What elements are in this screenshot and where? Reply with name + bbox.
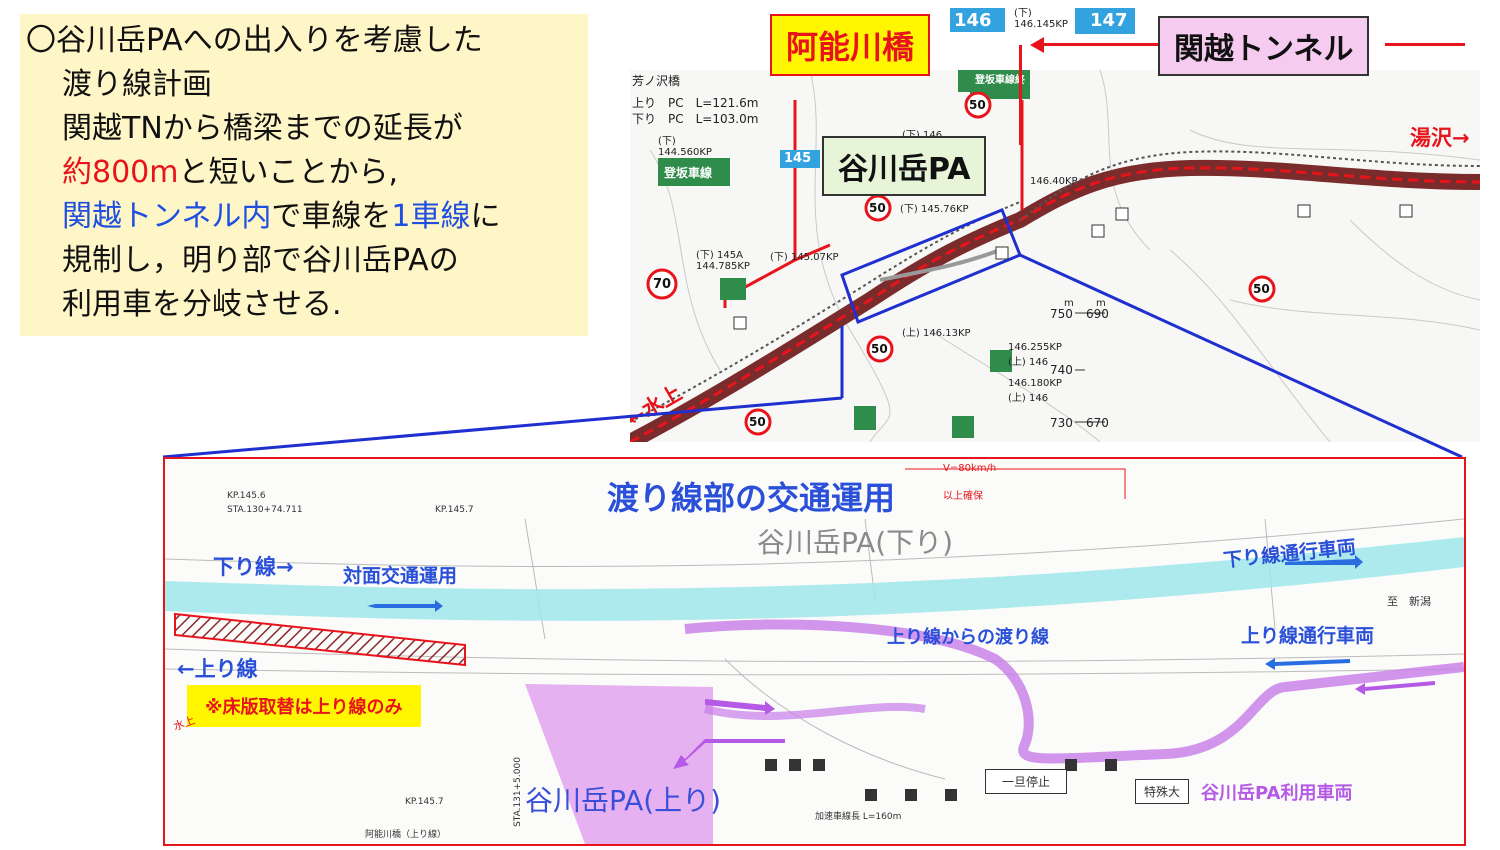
- top-map-drawing: [630, 70, 1480, 442]
- detail-assured: 以上確保: [943, 491, 983, 502]
- callout-anou-bridge: 阿能川橋: [770, 14, 931, 76]
- map-unit-m-2: m: [1096, 298, 1106, 309]
- map-bridge-down-spec: 下り PC L=103.0m: [632, 112, 759, 126]
- map-kp-14576: (下) 145.76KP: [900, 204, 969, 215]
- kp-sign-147-label: 147: [1090, 10, 1128, 31]
- map-kp-14507: (下) 145.07KP: [770, 252, 839, 263]
- detail-two-way: 対面交通運用: [343, 565, 458, 587]
- detail-kp-1457-a: KP.145.7: [435, 505, 474, 515]
- detail-pa-users: 谷川岳PA利用車両: [1201, 783, 1353, 804]
- intro-line-5-end: に: [470, 199, 501, 234]
- map-kp-146-13: (上) 146.13KP: [902, 328, 971, 339]
- map-elev-670: 670: [1086, 416, 1109, 430]
- detail-sta-2: STA.131+5.000: [512, 757, 523, 827]
- intro-line-4: 約800mと短いことから,: [62, 156, 398, 190]
- kp-sign-146: [950, 8, 1005, 32]
- intro-textbox: 〇谷川岳PAへの出入りを考慮した 渡り線計画 関越TNから橋梁までの延長が 約8…: [20, 14, 588, 336]
- map-kp-146-255: 146.255KP (上) 146: [1008, 342, 1062, 368]
- tunnel-drop-line: [1019, 45, 1022, 145]
- map-kp-146145: (下) 146.145KP: [1014, 8, 1068, 30]
- map-unit-m-1: m: [1064, 298, 1074, 309]
- callout-tanigawa-pa: 谷川岳PA: [822, 136, 987, 196]
- intro-line-2: 渡り線計画: [62, 67, 212, 102]
- top-map: 芳ノ沢橋 上り PC L=121.6m 下り PC L=103.0m (下) 1…: [630, 70, 1480, 442]
- map-elev-730: 730: [1050, 416, 1073, 430]
- detail-sta-1: STA.130+74.711: [227, 505, 303, 515]
- map-speed-50-e: 50: [1253, 282, 1270, 296]
- detail-pa-down: 谷川岳PA(下り): [757, 526, 954, 559]
- detail-crossover: 上り線からの渡り線: [887, 627, 1049, 648]
- detail-speed-note: V=80km/h: [943, 463, 997, 474]
- map-speed-50-c: 50: [871, 342, 888, 356]
- intro-highlight-tunnel: 関越トンネル内: [62, 199, 272, 234]
- detail-kp-1456: KP.145.6: [227, 491, 266, 501]
- intro-line-3: 関越TNから橋梁までの延長が: [62, 111, 463, 146]
- detail-note: ※床版取替は上り線のみ: [187, 685, 421, 727]
- intro-line-4-rest: と短いことから,: [178, 155, 399, 190]
- tunnel-leader-line: [1040, 43, 1158, 46]
- kp-sign-147: [1075, 8, 1135, 34]
- intro-highlight-800m: 約800m: [62, 155, 179, 190]
- map-elev-750: 750: [1050, 307, 1073, 321]
- intro-line-6: 規制し，明り部で谷川岳PAの: [62, 243, 459, 278]
- detail-plan-drawing: [165, 468, 1464, 844]
- map-speed-70: 70: [653, 277, 672, 292]
- detail-kp-1457-b: KP.145.7: [405, 797, 444, 807]
- map-climbing-lane: 登坂車線: [664, 166, 713, 180]
- intro-line-1: 〇谷川岳PAへの出入りを考慮した: [26, 23, 483, 58]
- map-climbing-lane-end: 登坂車線終: [975, 75, 1025, 86]
- detail-to-niigata: 至 新潟: [1387, 595, 1431, 608]
- map-kp-144560: (下) 144.560KP: [658, 136, 712, 158]
- tunnel-arrow-head: [1030, 37, 1044, 53]
- intro-line-7: 利用車を分岐させる.: [62, 287, 342, 322]
- tunnel-leader-line-right: [1385, 43, 1465, 46]
- detail-down-line: 下り線→: [213, 555, 294, 579]
- detail-accel-lane: 加速車線長 L=160m: [815, 812, 902, 822]
- map-elev-690: 690: [1086, 307, 1109, 321]
- map-kp-146-40: 146.40KP: [1030, 176, 1078, 187]
- detail-plan: 渡り線部の交通運用 谷川岳PA(下り) 谷川岳PA(上り) 下り線→ ←上り線 …: [163, 457, 1466, 846]
- detail-up-line: ←上り線: [177, 657, 258, 681]
- detail-title: 渡り線部の交通運用: [607, 479, 896, 517]
- map-kp-marker-145: 145: [784, 151, 812, 166]
- callout-kanetsu-tunnel: 関越トンネル: [1158, 16, 1370, 76]
- detail-up-through: 上り線通行車両: [1241, 625, 1375, 647]
- map-kp-146-down: (下) 146: [902, 126, 942, 141]
- detail-bridge-name: 阿能川橋（上り線）: [365, 830, 447, 840]
- detail-pa-up: 谷川岳PA(上り): [525, 784, 722, 817]
- map-yuzawa-arrow: 湯沢→: [1410, 126, 1470, 150]
- map-elev-740: 740: [1050, 363, 1073, 377]
- map-kp-146-180: 146.180KP (上) 146: [1008, 378, 1062, 404]
- intro-line-5-mid: で車線を: [271, 199, 392, 234]
- kp-sign-146-label: 146: [954, 10, 992, 31]
- map-bridge-name: 芳ノ沢橋: [632, 74, 681, 88]
- map-speed-50-d: 50: [749, 415, 766, 429]
- map-speed-50-b: 50: [869, 201, 886, 215]
- intro-line-5: 関越トンネル内で車線を1車線に: [62, 200, 501, 234]
- detail-stop: 一旦停止: [985, 769, 1068, 794]
- intro-highlight-lane: 1車線: [391, 199, 471, 234]
- detail-special: 特殊大: [1135, 779, 1190, 804]
- map-kp-145a: (下) 145A 144.785KP: [696, 250, 750, 272]
- map-speed-50-a: 50: [969, 98, 986, 112]
- map-bridge-up-spec: 上り PC L=121.6m: [632, 96, 759, 110]
